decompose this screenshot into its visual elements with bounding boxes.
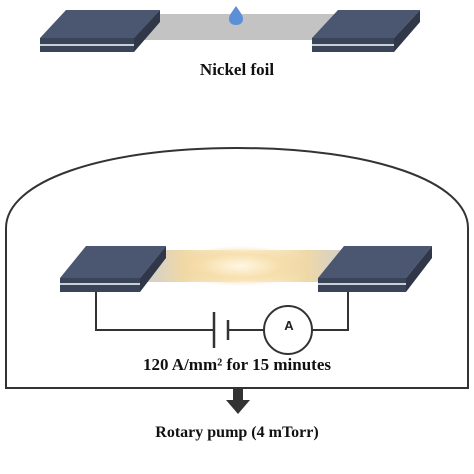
ammeter-icon xyxy=(263,305,313,355)
heated-foil-assembly xyxy=(60,246,432,292)
battery-icon xyxy=(212,312,230,348)
circuit-wire-right xyxy=(312,292,349,331)
ammeter-label: A xyxy=(284,318,294,333)
heated-right-clamp xyxy=(318,246,432,292)
water-droplet-icon xyxy=(229,6,243,25)
foil-glow xyxy=(170,246,310,286)
top-right-clamp xyxy=(312,10,420,52)
top-left-clamp xyxy=(40,10,160,52)
arrow-down-icon xyxy=(226,388,250,414)
circuit-wire-left xyxy=(95,292,214,331)
electrical-circuit xyxy=(95,292,349,331)
top-nickel-foil xyxy=(116,14,340,40)
current-caption: 120 A/mm² for 15 minutes xyxy=(143,355,331,374)
top-foil-assembly xyxy=(40,6,420,52)
vacuum-chamber-outline xyxy=(5,146,469,389)
heated-left-clamp xyxy=(60,246,166,292)
pump-caption: Rotary pump (4 mTorr) xyxy=(155,424,319,441)
nickel-foil-caption: Nickel foil xyxy=(199,60,275,79)
